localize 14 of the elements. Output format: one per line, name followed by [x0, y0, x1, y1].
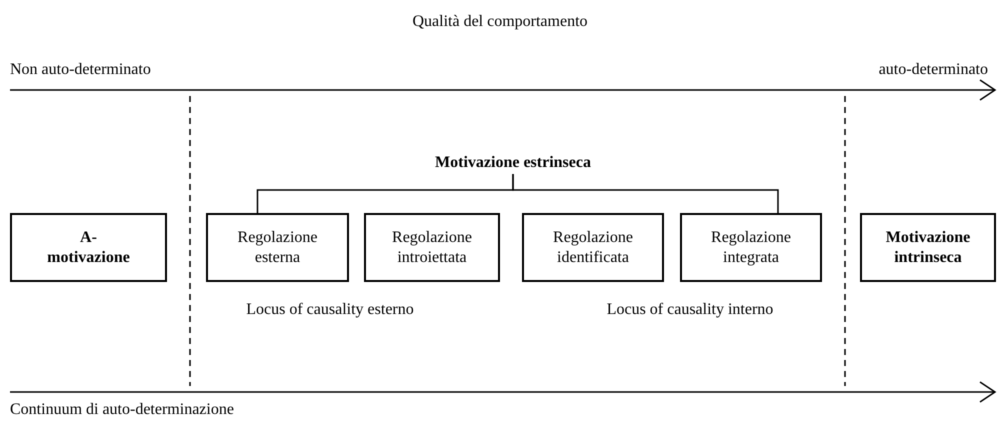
stage-box: Regolazione integrata: [680, 213, 822, 282]
stage-box: Regolazione identificata: [522, 213, 664, 282]
group-heading: Motivazione estrinseca: [403, 152, 623, 174]
stage-box: Regolazione introiettata: [364, 213, 500, 282]
axis-label: Non auto-determinato: [10, 60, 152, 80]
axis-label: auto-determinato: [878, 60, 988, 80]
stage-box: Regolazione esterna: [206, 213, 349, 282]
connector-line: [512, 174, 779, 213]
axis-label: Locus of causality interno: [606, 300, 774, 320]
axis-label: Qualità del comportamento: [411, 12, 589, 32]
stage-box: Motivazione intrinseca: [860, 213, 996, 282]
axis-label: Locus of causality esterno: [245, 300, 415, 320]
axis-label: Continuum di auto-determinazione: [10, 400, 235, 420]
stage-box: A-motivazione: [10, 213, 167, 282]
